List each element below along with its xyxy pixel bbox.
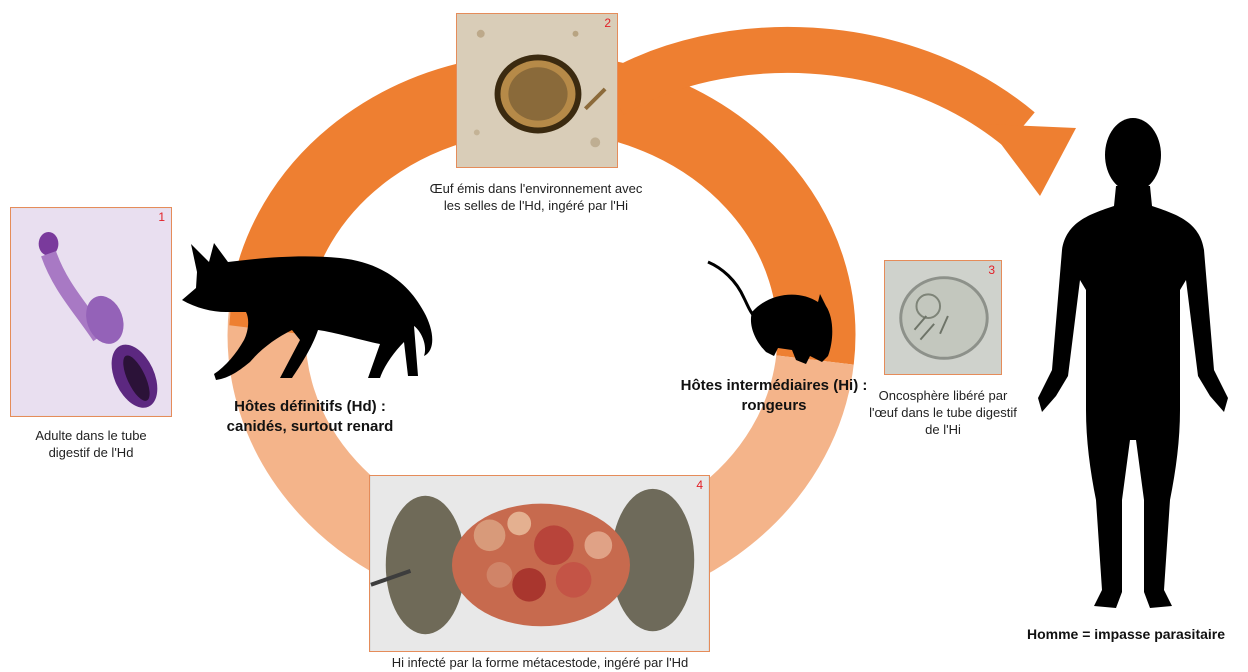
adult-tapeworm-image: 1 <box>10 207 172 417</box>
human-label: Homme = impasse parasitaire <box>1008 624 1244 644</box>
photo-number: 3 <box>988 264 995 276</box>
oncosphere-caption: Oncosphère libéré par l'œuf dans le tube… <box>862 387 1024 438</box>
oncosphere-photo <box>885 261 1001 374</box>
tapeworm-photo <box>11 208 171 416</box>
human-silhouette-icon <box>1038 118 1228 608</box>
egg-caption: Œuf émis dans l'environnement avec les s… <box>400 180 672 214</box>
infected-caption: Hi infecté par la forme métacestode, ing… <box>330 654 750 671</box>
infected-rodent-image: 4 <box>369 475 710 652</box>
photo-number: 1 <box>158 211 165 223</box>
egg-image: 2 <box>456 13 618 168</box>
photo-number: 4 <box>696 479 703 491</box>
adult-caption: Adulte dans le tube digestif de l'Hd <box>10 427 172 461</box>
definitive-hosts-label: Hôtes définitifs (Hd) : canidés, surtout… <box>190 397 430 437</box>
photo-number: 2 <box>604 17 611 29</box>
rodent-photo <box>370 476 709 651</box>
intermediate-hosts-label: Hôtes intermédiaires (Hi) : rongeurs <box>664 376 884 416</box>
egg-photo <box>457 14 617 167</box>
oncosphere-image: 3 <box>884 260 1002 375</box>
